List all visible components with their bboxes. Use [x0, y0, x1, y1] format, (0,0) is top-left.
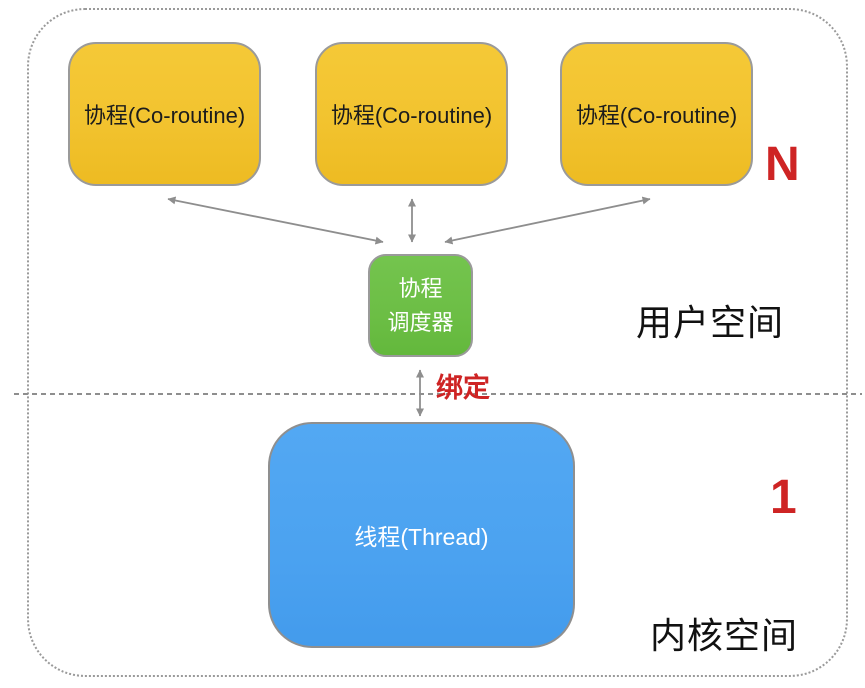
thread-box: 线程(Thread)	[268, 422, 575, 648]
scheduler-label-line1: 协程	[398, 275, 443, 301]
coroutine-box-3: 协程(Co-routine)	[560, 42, 753, 186]
binding-label: 绑定	[436, 373, 490, 403]
space-divider-line	[14, 393, 862, 395]
thread-count-label: 1	[770, 471, 797, 524]
scheduler-box: 协程 调度器	[368, 254, 473, 357]
scheduler-label-line2: 调度器	[387, 309, 454, 335]
coroutine-box-2-label: 协程(Co-routine)	[330, 103, 493, 128]
coroutine-box-3-label: 协程(Co-routine)	[575, 103, 738, 128]
thread-box-label: 线程(Thread)	[354, 524, 489, 550]
user-space-label: 用户空间	[635, 302, 784, 343]
coroutine-box-2: 协程(Co-routine)	[315, 42, 508, 186]
system-boundary-border	[27, 8, 848, 677]
kernel-space-label: 内核空间	[649, 615, 798, 656]
coroutine-box-1-label: 协程(Co-routine)	[83, 103, 246, 128]
coroutine-box-1: 协程(Co-routine)	[68, 42, 261, 186]
coroutine-count-label: N	[765, 138, 800, 191]
